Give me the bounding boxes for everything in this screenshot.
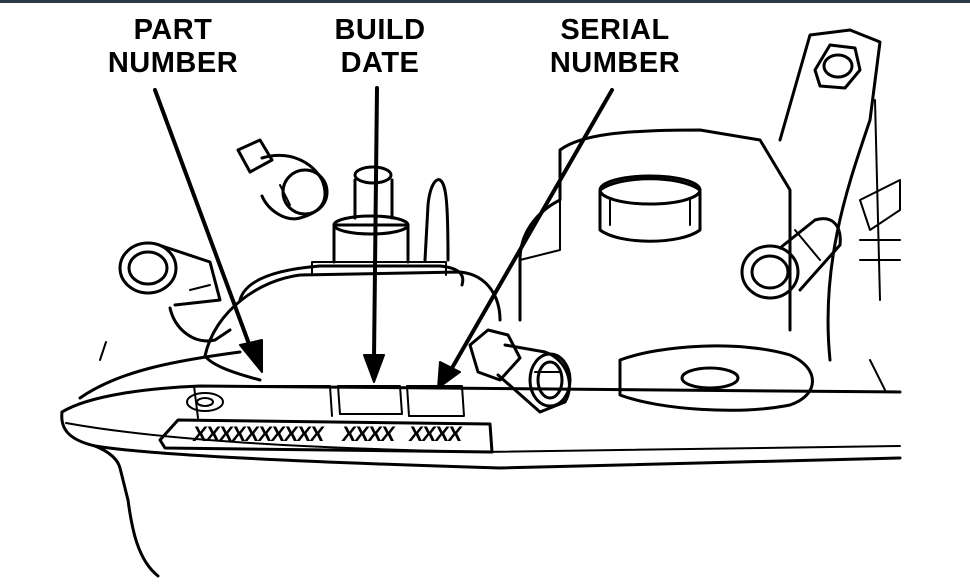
right-extension <box>780 30 900 390</box>
serial-number-label: SERIAL NUMBER <box>520 14 710 80</box>
serial-number-label-line1: SERIAL <box>560 14 670 46</box>
central-dome <box>205 167 500 380</box>
part-number-leader <box>155 90 252 352</box>
serial-number-leader <box>452 90 612 368</box>
vent-pin <box>425 180 448 260</box>
serial-number-arrowhead <box>438 362 460 388</box>
plate-part-code: XXXXXXXXXX <box>191 423 325 446</box>
top-border <box>0 0 970 3</box>
left-cooler-fitting <box>120 243 230 341</box>
build-date-label-line2: DATE <box>340 47 420 79</box>
callout-arrows <box>155 88 612 388</box>
build-date-label-line1: BUILD <box>334 14 426 46</box>
housing-outline <box>62 342 900 576</box>
part-number-label-line2: NUMBER <box>107 47 239 79</box>
id-plate <box>160 386 492 452</box>
right-body-block <box>520 130 790 330</box>
plate-serial-code: XXXX <box>407 423 463 446</box>
sensor-connector <box>470 330 570 412</box>
lower-right-recess <box>620 346 813 410</box>
upper-left-fitting <box>238 140 327 219</box>
part-number-label-line1: PART <box>133 14 213 46</box>
build-date-leader <box>374 88 377 358</box>
build-date-label: BUILD DATE <box>305 14 455 80</box>
plate-build-code: XXXX <box>340 423 396 446</box>
part-number-arrowhead <box>240 340 262 372</box>
build-date-arrowhead <box>364 355 384 382</box>
right-cooler-fitting <box>742 219 840 298</box>
part-number-label: PART NUMBER <box>88 14 258 80</box>
serial-number-label-line2: NUMBER <box>549 47 681 79</box>
